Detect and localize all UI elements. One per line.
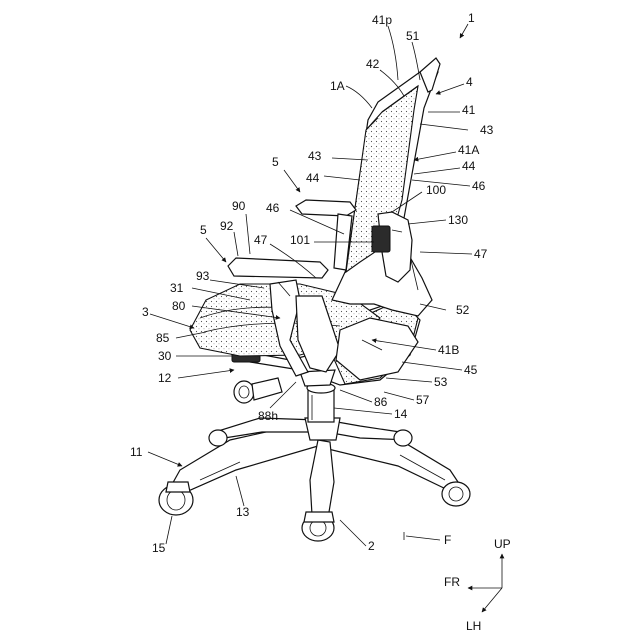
label-41A: 41A (458, 143, 479, 157)
label-80: 80 (172, 299, 186, 313)
axis-up-label: UP (494, 537, 511, 551)
label-86: 86 (374, 395, 388, 409)
label-43-right: 43 (480, 123, 494, 137)
label-46-left: 46 (266, 201, 280, 215)
label-44-right: 44 (462, 159, 476, 173)
orientation-axes: UP FR LH (444, 537, 511, 633)
label-85: 85 (156, 331, 170, 345)
label-93: 93 (196, 269, 210, 283)
axis-fr-label: FR (444, 575, 460, 589)
label-92: 92 (220, 219, 234, 233)
caster-front (302, 512, 334, 541)
caster-right (442, 482, 470, 506)
label-101: 101 (290, 233, 310, 247)
label-100: 100 (426, 183, 446, 197)
label-46-right: 46 (472, 179, 486, 193)
label-44-left: 44 (306, 171, 320, 185)
chair-illustration (159, 58, 470, 541)
label-30: 30 (158, 349, 172, 363)
label-130: 130 (448, 213, 468, 227)
backrest-lower-frame (336, 318, 418, 380)
label-1: 1 (468, 11, 475, 25)
label-47-right: 47 (474, 247, 488, 261)
label-47-left: 47 (254, 233, 268, 247)
label-42: 42 (366, 57, 380, 71)
label-2: 2 (368, 539, 375, 553)
label-15: 15 (152, 541, 166, 555)
label-45: 45 (464, 363, 478, 377)
label-5-lower: 5 (200, 223, 207, 237)
label-90: 90 (232, 199, 246, 213)
label-14: 14 (394, 407, 408, 421)
label-53: 53 (434, 375, 448, 389)
hub-and-column (305, 383, 340, 440)
caster-rear-right (394, 430, 412, 446)
label-13: 13 (236, 505, 250, 519)
label-43-left: 43 (308, 149, 322, 163)
label-57: 57 (416, 393, 430, 407)
label-41: 41 (462, 103, 476, 117)
label-F: F (444, 533, 451, 547)
backrest (332, 58, 440, 316)
caster-front-left (159, 482, 193, 515)
label-41B: 41B (438, 343, 459, 357)
tilt-knob (234, 378, 282, 403)
label-4: 4 (466, 75, 473, 89)
label-3: 3 (142, 305, 149, 319)
label-31: 31 (170, 281, 184, 295)
label-11: 11 (130, 445, 143, 459)
caster-rear-left (209, 430, 227, 446)
label-1A: 1A (330, 79, 345, 93)
label-52: 52 (456, 303, 470, 317)
axis-lh-label: LH (466, 619, 481, 633)
label-5-upper: 5 (272, 155, 279, 169)
label-88h: 88h (258, 409, 278, 423)
label-41p: 41p (372, 13, 392, 27)
label-51: 51 (406, 29, 420, 43)
label-12: 12 (158, 371, 172, 385)
